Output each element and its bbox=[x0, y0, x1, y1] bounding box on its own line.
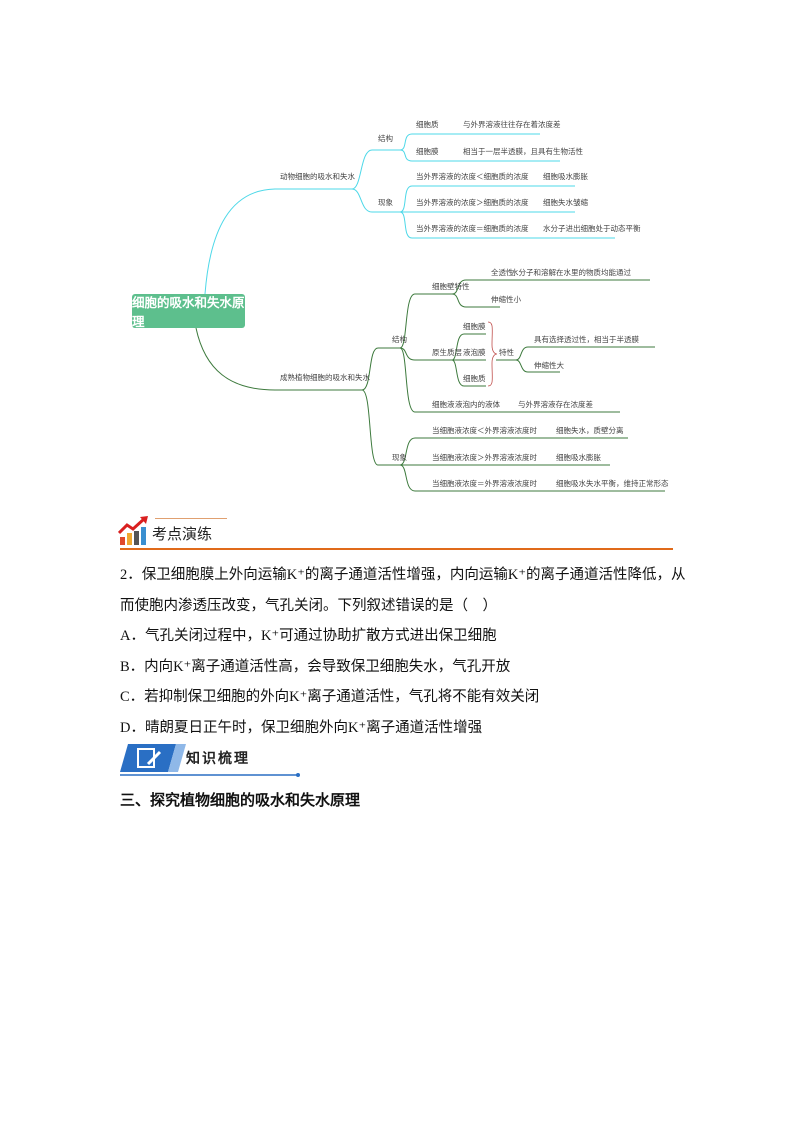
question-stem-line-2: 而使胞内渗透压改变，气孔关闭。下列叙述错误的是（ ） bbox=[120, 598, 497, 614]
node: 当外界溶液的浓度＝细胞质的浓度 bbox=[416, 224, 529, 233]
section-title: 三、探究植物细胞的吸水和失水原理 bbox=[120, 791, 361, 809]
node: 细胞液 bbox=[432, 400, 455, 409]
question-stem-line-1: 2．保卫细胞膜上外向运输K⁺的离子通道活性增强，内向运输K⁺的离子通道活性降低，… bbox=[120, 567, 686, 583]
mindmap-root: 细胞的吸水和失水原理 bbox=[132, 294, 245, 329]
node: 细胞壁特性 bbox=[432, 282, 470, 291]
section-divider bbox=[120, 548, 673, 550]
plant-phenomenon-label: 现象 bbox=[392, 453, 407, 462]
node: 细胞膜 bbox=[463, 322, 486, 331]
node: 细胞质 bbox=[463, 374, 486, 383]
node: 细胞吸水膨胀 bbox=[543, 172, 588, 181]
section-heading-knowledge: 知识梳理 bbox=[186, 751, 250, 767]
animal-phenomenon-label: 现象 bbox=[378, 198, 393, 207]
node: 全透性 bbox=[491, 268, 514, 277]
node: 细胞吸水膨胀 bbox=[556, 453, 601, 462]
node: 伸缩性大 bbox=[534, 361, 564, 370]
option-a: A．气孔关闭过程中，K⁺可通过协助扩散方式进出保卫细胞 bbox=[120, 628, 497, 644]
node: 当外界溶液的浓度＞细胞质的浓度 bbox=[416, 198, 529, 207]
node: 与外界溶液往往存在着浓度差 bbox=[463, 120, 561, 129]
node: 细胞吸水失水平衡，维持正常形态 bbox=[556, 479, 669, 488]
section-top-rule bbox=[155, 518, 227, 519]
node: 当细胞液浓度＜外界溶液浓度时 bbox=[432, 426, 537, 435]
node: 当细胞液浓度＝外界溶液浓度时 bbox=[432, 479, 537, 488]
node: 当外界溶液的浓度＜细胞质的浓度 bbox=[416, 172, 529, 181]
node: 与外界溶液存在浓度差 bbox=[518, 400, 593, 409]
animal-structure-label: 结构 bbox=[378, 134, 393, 143]
node: 具有选择透过性，相当于半透膜 bbox=[534, 335, 639, 344]
section-heading-practice: 考点演练 bbox=[152, 525, 213, 543]
node: 水分子进出细胞处于动态平衡 bbox=[543, 224, 641, 233]
chart-trend-icon bbox=[118, 516, 148, 545]
node: 当细胞液浓度＞外界溶液浓度时 bbox=[432, 453, 537, 462]
option-c: C．若抑制保卫细胞的外向K⁺离子通道活性，气孔将不能有效关闭 bbox=[120, 689, 540, 705]
node: 液泡内的液体 bbox=[455, 400, 500, 409]
node: 相当于一层半透膜，且具有生物活性 bbox=[463, 147, 583, 156]
node: 液泡膜 bbox=[463, 348, 486, 357]
knowledge-banner bbox=[120, 744, 300, 777]
node: 特性 bbox=[499, 348, 514, 357]
node: 水分子和溶解在水里的物质均能通过 bbox=[511, 268, 631, 277]
node: 细胞膜 bbox=[416, 147, 439, 156]
node: 原生质层 bbox=[432, 348, 462, 357]
option-b: B．内向K⁺离子通道活性高，会导致保卫细胞失水，气孔开放 bbox=[120, 659, 511, 675]
node: 细胞质 bbox=[416, 120, 439, 129]
node: 细胞失水皱缩 bbox=[543, 198, 588, 207]
animal-branch-label: 动物细胞的吸水和失水 bbox=[280, 172, 355, 181]
mindmap-connectors bbox=[195, 133, 665, 492]
option-d: D．晴朗夏日正午时，保卫细胞外向K⁺离子通道活性增强 bbox=[120, 720, 483, 736]
plant-structure-label: 结构 bbox=[392, 335, 407, 344]
node: 细胞失水，质壁分离 bbox=[556, 426, 624, 435]
plant-branch-label: 成熟植物细胞的吸水和失水 bbox=[280, 373, 370, 382]
node: 伸缩性小 bbox=[491, 295, 521, 304]
